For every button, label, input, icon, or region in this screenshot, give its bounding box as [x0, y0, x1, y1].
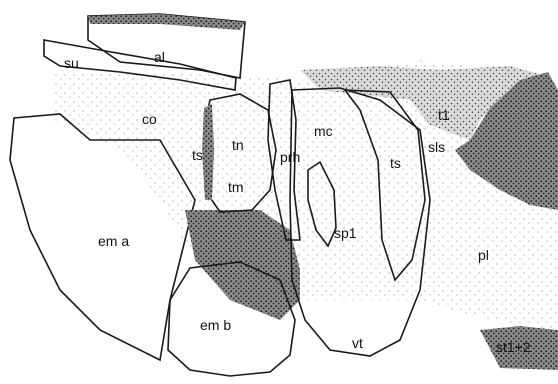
label-tm: tm — [228, 179, 244, 195]
label-prh: prh — [280, 149, 300, 165]
label-ts-left: ts — [192, 147, 203, 163]
label-pl: pl — [478, 247, 489, 263]
label-vt: vt — [352, 335, 363, 351]
al-dark-rim — [88, 14, 245, 30]
label-t1: t1 — [438, 107, 450, 123]
label-al: al — [154, 49, 165, 65]
label-em-a: em a — [98, 233, 129, 249]
label-sp1: sp1 — [334, 225, 357, 241]
label-co: co — [142, 111, 157, 127]
label-tn: tn — [232, 137, 244, 153]
label-st1-2: st1+2 — [496, 339, 531, 355]
label-sls: sls — [428, 139, 445, 155]
label-su: su — [64, 55, 79, 71]
label-em-b: em b — [200, 317, 231, 333]
label-mc: mc — [314, 123, 333, 139]
label-ts-right: ts — [390, 155, 401, 171]
